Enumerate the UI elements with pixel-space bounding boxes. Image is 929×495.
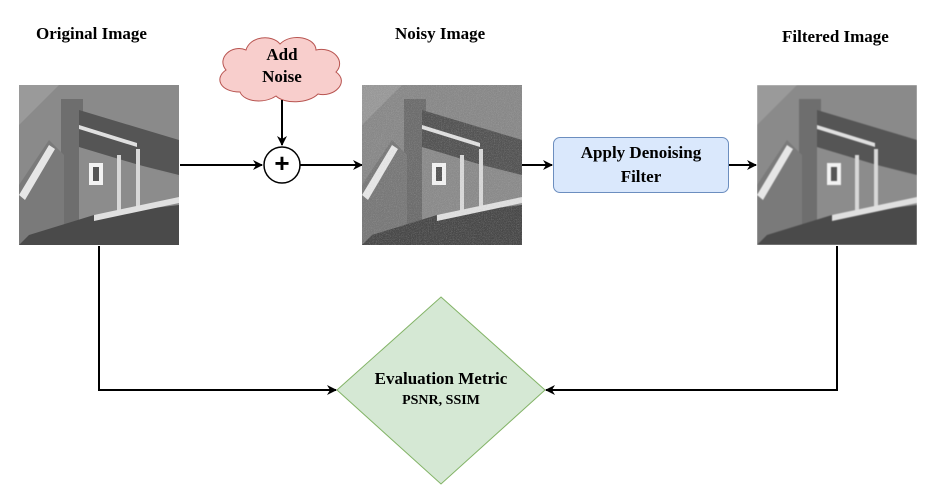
add-noise-text: Add Noise [222, 44, 342, 88]
noisy-image [362, 85, 522, 245]
filter-line1: Apply Denoising [580, 143, 702, 162]
filtered-image-label: Filtered Image [782, 27, 889, 46]
filtered-image [757, 85, 917, 245]
filter-line2: Filter [620, 167, 662, 186]
original-image [19, 85, 179, 245]
arrow-filtered-to-metric [545, 246, 838, 395]
metric-subtitle: PSNR, SSIM [402, 393, 480, 408]
noisy-image-label: Noisy Image [395, 24, 486, 43]
evaluation-metric-text: Evaluation Metric PSNR, SSIM [340, 368, 542, 412]
add-noise-line1: Add [266, 45, 298, 64]
sum-symbol: + [274, 148, 290, 178]
arrow-original-to-metric [98, 246, 337, 395]
metric-diamond [336, 296, 546, 485]
add-noise-cloud [219, 36, 342, 103]
add-noise-line2: Noise [262, 67, 302, 86]
metric-title: Evaluation Metric [374, 369, 508, 388]
original-image-label: Original Image [36, 24, 147, 43]
apply-denoising-filter-box: Apply Denoising Filter [553, 137, 729, 193]
